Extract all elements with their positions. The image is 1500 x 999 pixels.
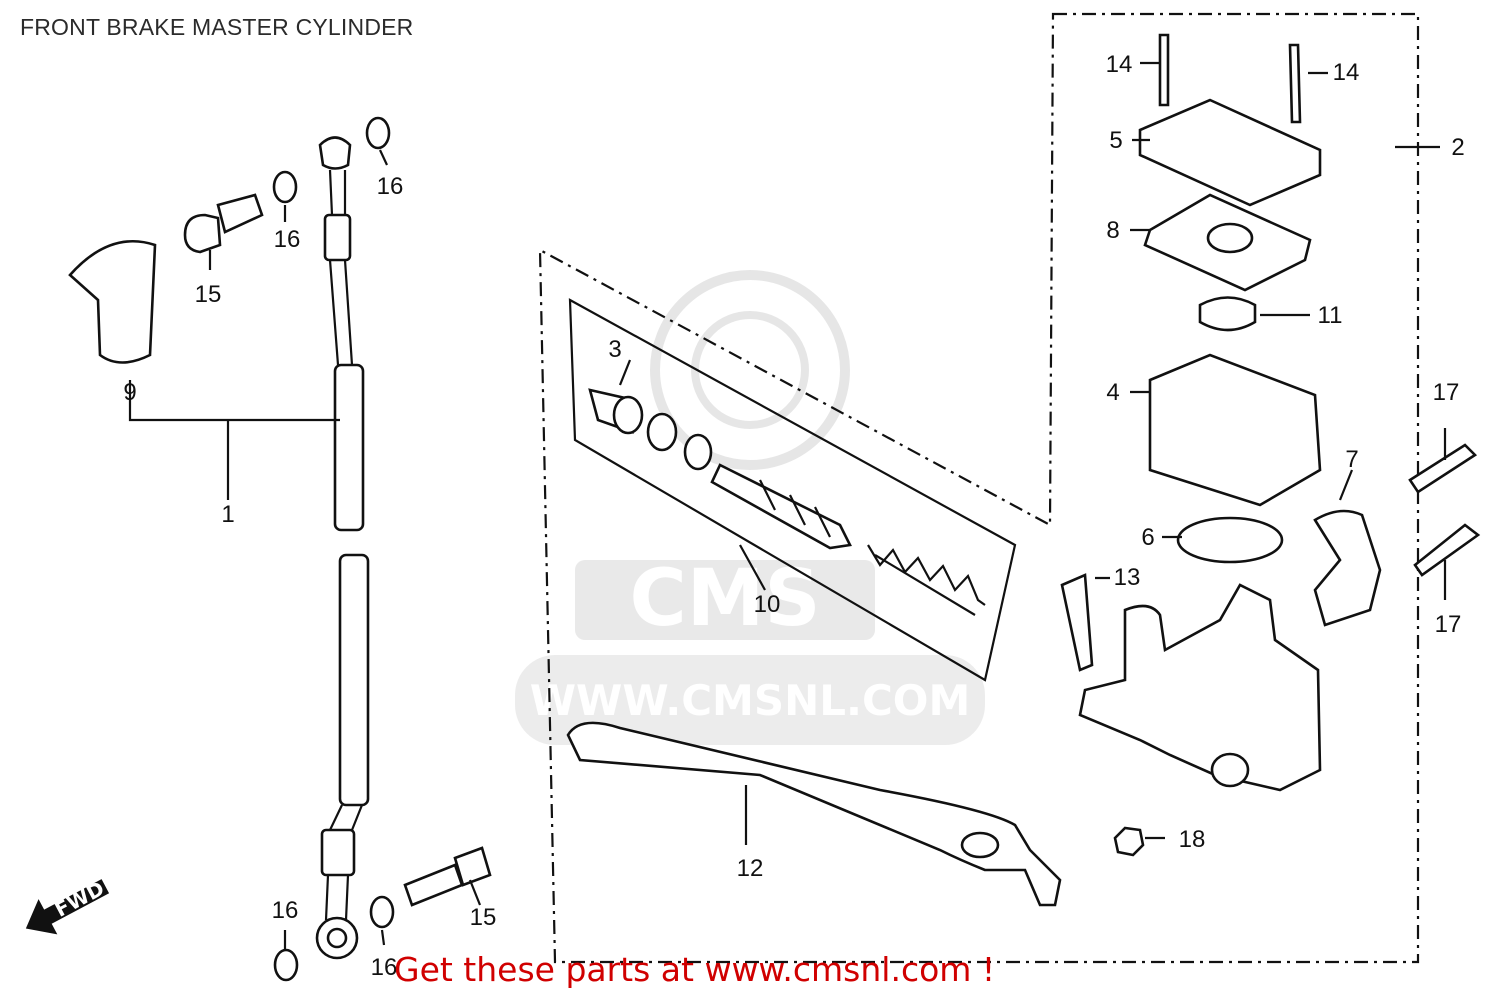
screw-part-17-top: [1408, 443, 1478, 494]
callout-18: 18: [1179, 826, 1206, 853]
callout-16-d: 16: [371, 954, 398, 981]
callout-17-b: 17: [1435, 611, 1462, 638]
page-title: FRONT BRAKE MASTER CYLINDER: [20, 14, 414, 40]
callout-17-a: 17: [1433, 379, 1460, 406]
nut-part-18: [1113, 826, 1145, 857]
piston-kit-outline: [568, 298, 1017, 682]
brake-hose-part-1: [315, 136, 370, 960]
screw-part-14-a: [1158, 33, 1170, 107]
reservoir-part-4: [1148, 353, 1322, 507]
reservoir-cap-part-5: [1138, 98, 1322, 207]
washer-part-16-d: [273, 948, 299, 982]
fwd-label: FWD: [51, 876, 108, 922]
callout-15-a: 15: [195, 281, 222, 308]
callout-6: 6: [1141, 524, 1154, 551]
pivot-bolt-part-13: [1060, 573, 1094, 672]
callout-5: 5: [1109, 127, 1122, 154]
callout-11: 11: [1318, 302, 1343, 329]
holder-part-7: [1313, 509, 1382, 627]
callout-16-b: 16: [274, 226, 301, 253]
callout-16-c: 16: [272, 897, 299, 924]
callout-10: 10: [754, 591, 781, 618]
callout-12: 12: [737, 855, 764, 882]
banjo-bolt-part-15-bottom: [403, 846, 492, 907]
callout-15-b: 15: [470, 904, 497, 931]
o-ring-part-6: [1176, 516, 1284, 564]
forward-direction-arrow: FWD: [25, 876, 110, 935]
diaphragm-part-11: [1198, 296, 1257, 332]
master-cylinder-assembly-outline: [538, 12, 1420, 964]
callout-8: 8: [1106, 217, 1119, 244]
watermark: CMS WWW.CMSNL.COM: [515, 270, 985, 745]
callout-14-a: 14: [1106, 51, 1133, 78]
callout-2: 2: [1451, 134, 1464, 161]
brake-lever-part-12: [566, 721, 1062, 907]
callout-4: 4: [1106, 379, 1119, 406]
banjo-bolt-part-15-top: [183, 193, 264, 254]
callout-14-b: 14: [1333, 59, 1360, 86]
hose-boot-part-9: [68, 239, 157, 364]
callout-9: 9: [123, 379, 136, 406]
callout-16-a: 16: [377, 173, 404, 200]
spring: [867, 544, 986, 616]
watermark-logo: CMS: [629, 554, 820, 644]
screw-part-17-bottom: [1413, 523, 1481, 577]
watermark-url: WWW.CMSNL.COM: [530, 676, 971, 725]
screw-part-14-b: [1288, 43, 1302, 124]
washer-part-16-b: [272, 170, 298, 204]
master-cylinder-body: [1078, 583, 1322, 792]
washer-part-16-a: [365, 116, 391, 150]
callout-7: 7: [1345, 446, 1358, 473]
callout-13: 13: [1114, 564, 1141, 591]
promo-link[interactable]: Get these parts at www.cmsnl.com !: [394, 950, 996, 989]
callout-3: 3: [608, 336, 621, 363]
callout-1: 1: [221, 501, 234, 528]
washer-part-16-c: [369, 895, 395, 929]
